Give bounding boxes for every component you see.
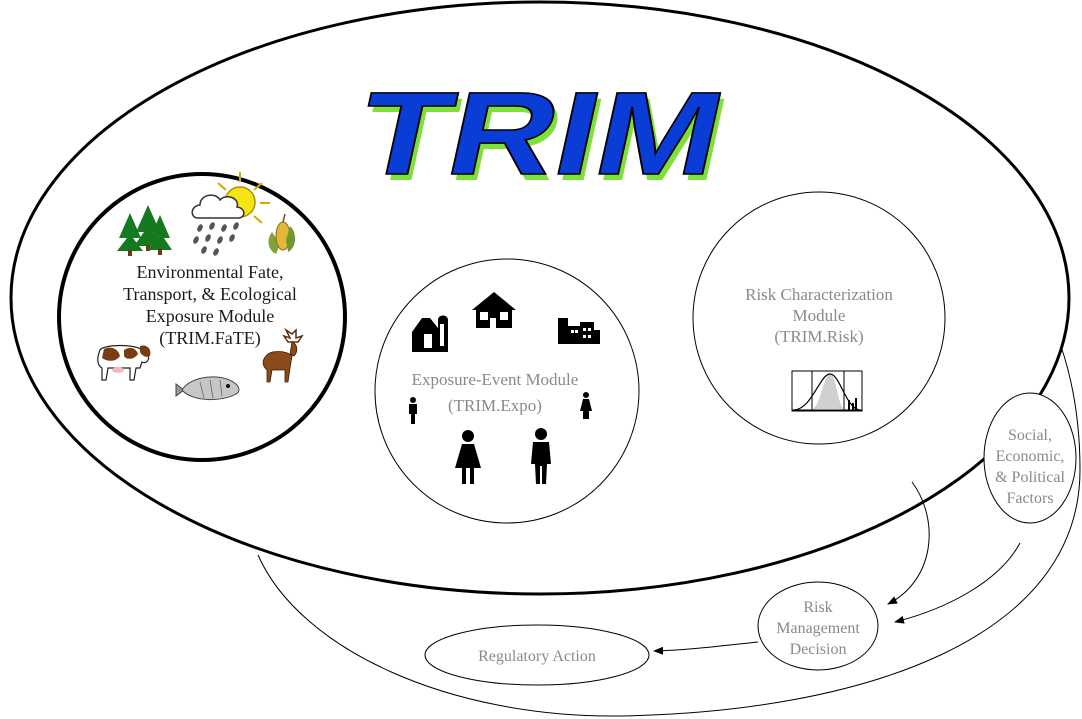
expo-module-label: Exposure-Event Module (TRIM.Expo) [412, 370, 579, 415]
social-label-line-3: & Political [995, 469, 1065, 486]
risk-label-line-1: Risk Characterization [745, 285, 893, 304]
trees-icon [117, 205, 172, 256]
fate-label-line-3: Exposure Module [146, 306, 274, 326]
social-label-line-4: Factors [1006, 490, 1053, 507]
social-factors-label: Social, Economic, & Political Factors [995, 427, 1065, 507]
risk-module-circle[interactable] [692, 191, 946, 445]
risk-decision-label: Risk Management Decision [776, 599, 860, 658]
social-factors-ellipse[interactable] [983, 392, 1077, 524]
decision-label-line-1: Risk [803, 599, 832, 616]
trim-title-shadow: TRIM [350, 73, 740, 205]
distribution-chart-icon [791, 370, 863, 412]
barn-silo-icon [412, 315, 448, 352]
deer-icon [262, 327, 304, 383]
expo-module-circle[interactable] [374, 258, 640, 524]
social-label-line-2: Economic, [996, 448, 1065, 465]
fish-icon [175, 376, 240, 400]
woman-icon [455, 430, 481, 484]
decision-label-line-3: Decision [790, 641, 847, 658]
outer-loop [257, 249, 1081, 717]
risk-label-line-3: (TRIM.Risk) [774, 327, 863, 346]
risk-management-decision-ellipse[interactable] [757, 581, 879, 671]
factory-icon [558, 318, 600, 344]
fate-label-line-1: Environmental Fate, [137, 262, 284, 282]
regulatory-action-ellipse[interactable] [424, 624, 650, 686]
risk-label-line-2: Module [793, 306, 846, 325]
regulatory-action-label: Regulatory Action [478, 648, 596, 665]
arrow-decision-to-regulatory [653, 641, 759, 655]
arrow-social-to-decision [894, 542, 1021, 624]
expo-label-line-2: (TRIM.Expo) [448, 396, 542, 415]
corn-icon [268, 213, 296, 254]
house-icon [472, 292, 516, 328]
risk-module-label: Risk Characterization Module (TRIM.Risk) [745, 285, 893, 346]
fate-module-label: Environmental Fate, Transport, & Ecologi… [123, 262, 297, 349]
expo-label-line-1: Exposure-Event Module [412, 370, 579, 389]
trim-title: TRIM TRIM [345, 66, 740, 205]
social-label-line-1: Social, [1008, 427, 1052, 444]
fate-label-line-2: Transport, & Ecological [123, 284, 297, 304]
rain-cloud-sun-icon [191, 172, 270, 256]
trim-title-text: TRIM [346, 67, 736, 199]
fate-label-line-4: (TRIM.FaTE) [159, 328, 260, 349]
decision-label-line-2: Management [776, 620, 860, 637]
woman-icon [580, 392, 592, 419]
man-icon [409, 397, 417, 424]
arrow-risk-to-decision [887, 481, 930, 605]
cow-icon [97, 344, 151, 381]
man-icon [531, 428, 551, 484]
